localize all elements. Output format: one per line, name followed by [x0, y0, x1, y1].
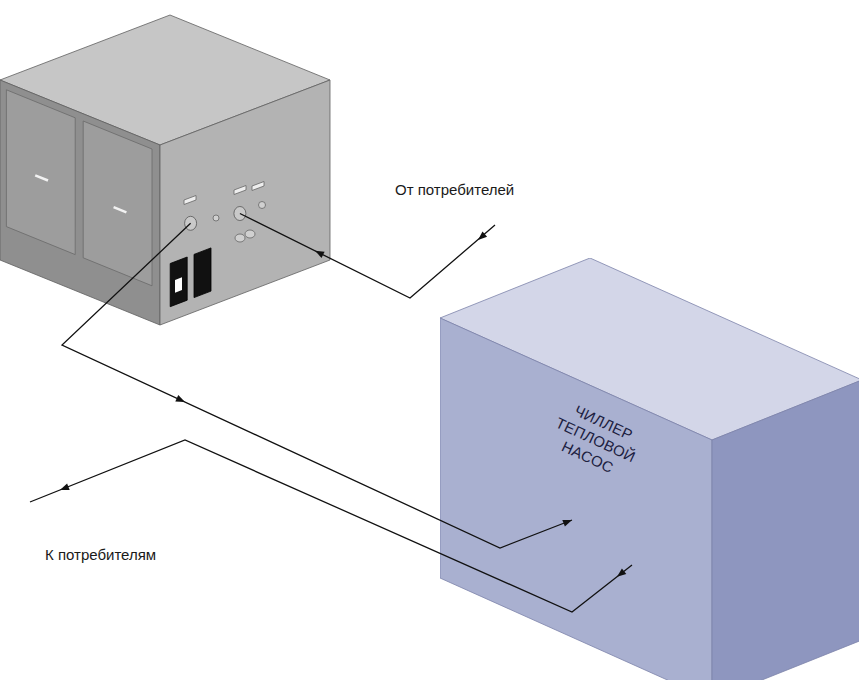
- chiller-side: [712, 380, 859, 680]
- electrical-box: [170, 257, 187, 307]
- return-pipe: [240, 214, 495, 299]
- label-holder: От потребителей: [395, 181, 514, 200]
- flow-label: К потребителям: [45, 546, 156, 565]
- fitting: [245, 230, 255, 238]
- flow-arrow: [315, 251, 325, 258]
- chiller-front: [440, 318, 712, 680]
- unit-door: [6, 90, 75, 255]
- text-holder: ЧИЛЛЕР ТЕПЛОВОЙ НАСОС: [523, 412, 668, 468]
- fitting: [213, 215, 219, 221]
- unit-door: [83, 121, 152, 286]
- unit-front: [0, 80, 160, 325]
- unit-side: [160, 80, 330, 325]
- fitting: [259, 202, 266, 209]
- connection-tag: [184, 196, 196, 205]
- door-handle: [114, 207, 127, 212]
- flow-arrow: [478, 231, 487, 240]
- connection-tag: [234, 186, 246, 195]
- label-holder: К потребителям: [45, 546, 156, 565]
- chiller-shape: [440, 258, 859, 680]
- flow-label: От потребителей: [395, 181, 514, 200]
- flow-arrow: [175, 395, 185, 402]
- unit-box: ЧИЛЛЕР ТЕПЛОВОЙ НАСОС: [440, 258, 859, 680]
- door-handle: [35, 175, 48, 180]
- connection-tag: [252, 182, 264, 191]
- electrical-box: [194, 248, 211, 298]
- flow-arrow: [60, 483, 70, 490]
- electrical-box-window: [175, 277, 182, 292]
- fitting: [235, 234, 245, 242]
